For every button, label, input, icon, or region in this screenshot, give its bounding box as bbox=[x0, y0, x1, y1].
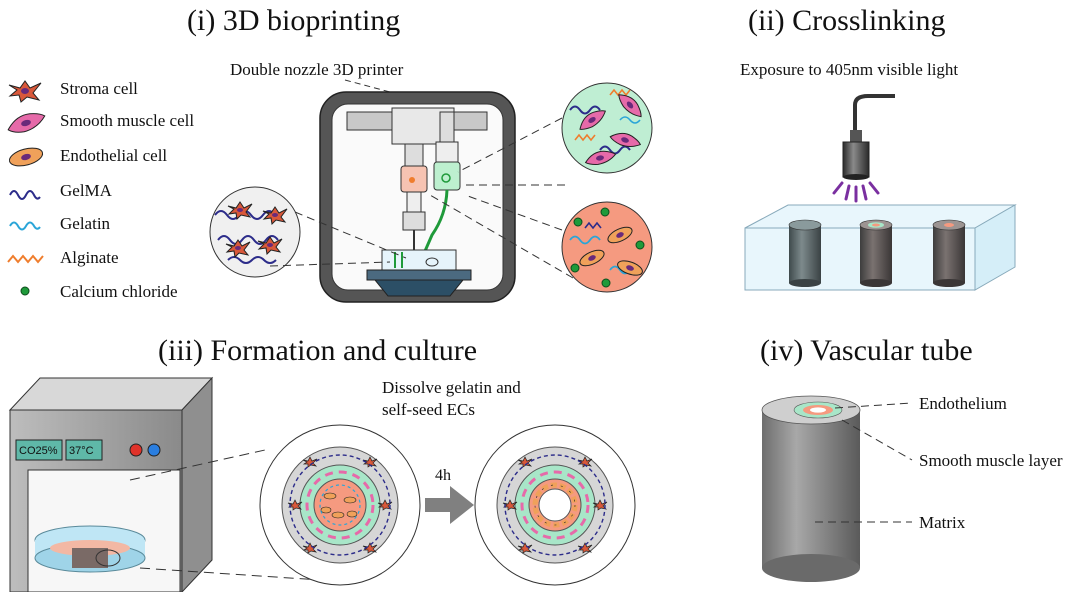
crosslink-bath bbox=[744, 204, 1017, 291]
zoom-smooth-muscle-bioink bbox=[561, 82, 653, 174]
panel-title-crosslinking: (ii) Crosslinking bbox=[748, 4, 946, 37]
vascular-tube bbox=[761, 395, 861, 582]
zoom-leader-2 bbox=[269, 261, 391, 267]
legend-gelatin: Gelatin bbox=[60, 214, 111, 233]
zoom-leader-8 bbox=[139, 567, 321, 581]
panel-title-vascular-tube: (iv) Vascular tube bbox=[760, 334, 973, 367]
panel-title-bioprinting: (i) 3D bioprinting bbox=[187, 4, 400, 37]
display-temp: 37°C bbox=[69, 445, 94, 457]
label-endothelium: Endothelium bbox=[919, 394, 1007, 413]
legend-alginate: Alginate bbox=[60, 248, 119, 267]
zoom-leader-6 bbox=[429, 194, 574, 279]
calcium-chloride-icon bbox=[20, 286, 30, 296]
step-text-line1: Dissolve gelatin and bbox=[382, 378, 521, 397]
legend-endothelial-cell: Endothelial cell bbox=[60, 146, 167, 165]
label-matrix: Matrix bbox=[919, 513, 966, 532]
legend-stroma-cell: Stroma cell bbox=[60, 79, 138, 98]
alginate-icon bbox=[7, 254, 44, 264]
step-arrow bbox=[425, 486, 474, 524]
label-smooth-muscle-layer: Smooth muscle layer bbox=[919, 451, 1063, 470]
step-text-line2: self-seed ECs bbox=[382, 400, 475, 419]
time-label: 4h bbox=[435, 467, 451, 484]
cross-section-after bbox=[474, 424, 636, 586]
legend: Stroma cell Smooth muscle cell Endotheli… bbox=[7, 79, 194, 301]
leader-smooth-muscle bbox=[841, 419, 913, 461]
uv-lamp bbox=[832, 94, 895, 203]
zoom-stroma-matrix bbox=[209, 186, 301, 278]
printer-label: Double nozzle 3D printer bbox=[230, 60, 404, 79]
endothelial-cell-icon bbox=[8, 147, 44, 167]
panel-title-formation: (iii) Formation and culture bbox=[158, 334, 477, 367]
light-label: Exposure to 405nm visible light bbox=[740, 60, 958, 79]
zoom-endothelial-bioink bbox=[561, 201, 653, 293]
zoom-leader-1 bbox=[294, 211, 407, 259]
legend-smooth-muscle-cell: Smooth muscle cell bbox=[60, 111, 194, 130]
cross-section-before bbox=[259, 424, 421, 586]
zoom-leader-5 bbox=[464, 194, 563, 231]
stroma-cell-icon bbox=[8, 80, 42, 103]
bioprinter bbox=[319, 91, 516, 303]
legend-gelma: GelMA bbox=[60, 181, 113, 200]
legend-calcium-chloride: Calcium chloride bbox=[60, 282, 178, 301]
smooth-muscle-cell-icon bbox=[7, 113, 46, 133]
incubator bbox=[8, 376, 214, 592]
zoom-leader-7 bbox=[129, 449, 266, 481]
gelma-icon bbox=[9, 190, 41, 200]
display-co2: CO25% bbox=[19, 445, 58, 457]
zoom-leader-3 bbox=[457, 117, 563, 173]
gelatin-icon bbox=[9, 221, 41, 231]
